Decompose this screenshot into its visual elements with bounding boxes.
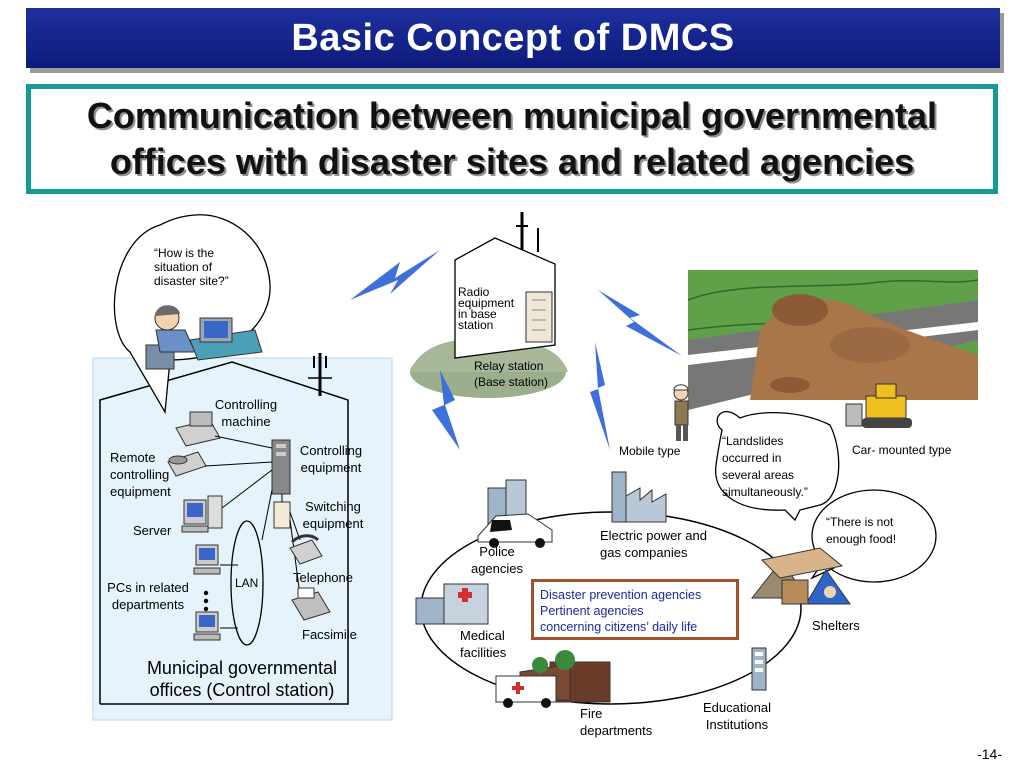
shelters-icon <box>750 547 851 605</box>
educational-label: Educational Institutions <box>703 700 771 732</box>
lightning-bolt-icon <box>590 342 610 450</box>
mobile-type-label: Mobile type <box>619 444 681 458</box>
mobile-person-icon <box>673 384 689 441</box>
page-subtitle: Communication between municipal governme… <box>87 93 937 185</box>
pc-icon <box>193 611 221 641</box>
medical-label: Medical facilities <box>460 628 507 660</box>
operator-quote: “How is the situation of disaster site?” <box>154 246 229 288</box>
operator-icon <box>145 305 263 370</box>
shelters-label: Shelters <box>812 618 860 633</box>
ellipsis-dot <box>203 590 209 596</box>
controlling-equipment-label: Controlling equipment <box>299 443 363 475</box>
page-number: -14- <box>977 746 1002 762</box>
pc-icon <box>193 544 221 575</box>
fire-label: Fire departments <box>580 706 653 738</box>
telephone-label: Telephone <box>293 570 353 585</box>
page-title: Basic Concept of DMCS <box>291 16 735 59</box>
server-icon <box>181 495 223 533</box>
lightning-bolt-icon <box>432 370 460 450</box>
police-label: Police agencies <box>470 544 524 576</box>
controlling-machine-icon <box>175 411 221 447</box>
landslides-quote: “Landslides occurred in several areas si… <box>722 434 808 499</box>
speech-bubble-food <box>811 489 937 583</box>
landslide-scene-icon <box>687 270 979 410</box>
lightning-bolt-icon <box>350 250 440 300</box>
subtitle-line-2: offices with disaster sites and related … <box>109 141 915 182</box>
switching-equipment-icon <box>273 501 291 529</box>
relay-antenna-icon <box>516 212 539 252</box>
relay-station-label: Relay station (Base station) <box>474 359 549 389</box>
facsimile-icon <box>291 587 331 621</box>
telephone-icon <box>289 534 323 565</box>
connection-lines <box>204 435 301 629</box>
remote-controlling-label: Remote controlling equipment <box>110 450 171 499</box>
food-quote: “There is not enough food! <box>826 515 897 546</box>
educational-icon <box>751 647 767 691</box>
police-icon <box>477 479 553 548</box>
medical-icon <box>415 583 489 625</box>
controlling-machine-label: Controlling machine <box>214 397 278 429</box>
center-agencies-box: Disaster prevention agencies Pertinent a… <box>531 579 739 640</box>
ellipsis-dot <box>203 606 209 612</box>
speech-bubble-landslides <box>715 411 840 522</box>
server-label: Server <box>133 523 172 538</box>
control-station-name: Municipal governmental offices (Control … <box>146 658 338 700</box>
subtitle-line-1: Communication between municipal governme… <box>86 95 938 136</box>
electric-label: Electric power and gas companies <box>600 528 707 560</box>
antenna-icon <box>308 353 332 396</box>
radio-equipment-label: Radio equipment in base station <box>458 285 515 332</box>
building-outline <box>99 361 349 705</box>
factory-icon <box>611 471 667 523</box>
control-station-area <box>92 357 393 721</box>
lan-ring <box>230 520 264 646</box>
car-mounted-type-label: Car- mounted type <box>852 443 952 457</box>
subtitle-box: Communication between municipal governme… <box>26 84 998 194</box>
lightning-bolt-icon <box>598 290 682 356</box>
pcs-label: PCs in related departments <box>107 580 189 612</box>
facsimile-label: Facsimile <box>302 627 357 642</box>
ellipsis-dot <box>203 598 209 604</box>
lan-label: LAN <box>235 576 259 590</box>
switching-equipment-label: Switching equipment <box>302 499 364 531</box>
fire-department-icon <box>495 650 611 708</box>
title-bar: Basic Concept of DMCS <box>26 8 1000 68</box>
bulldozer-icon <box>845 383 912 428</box>
